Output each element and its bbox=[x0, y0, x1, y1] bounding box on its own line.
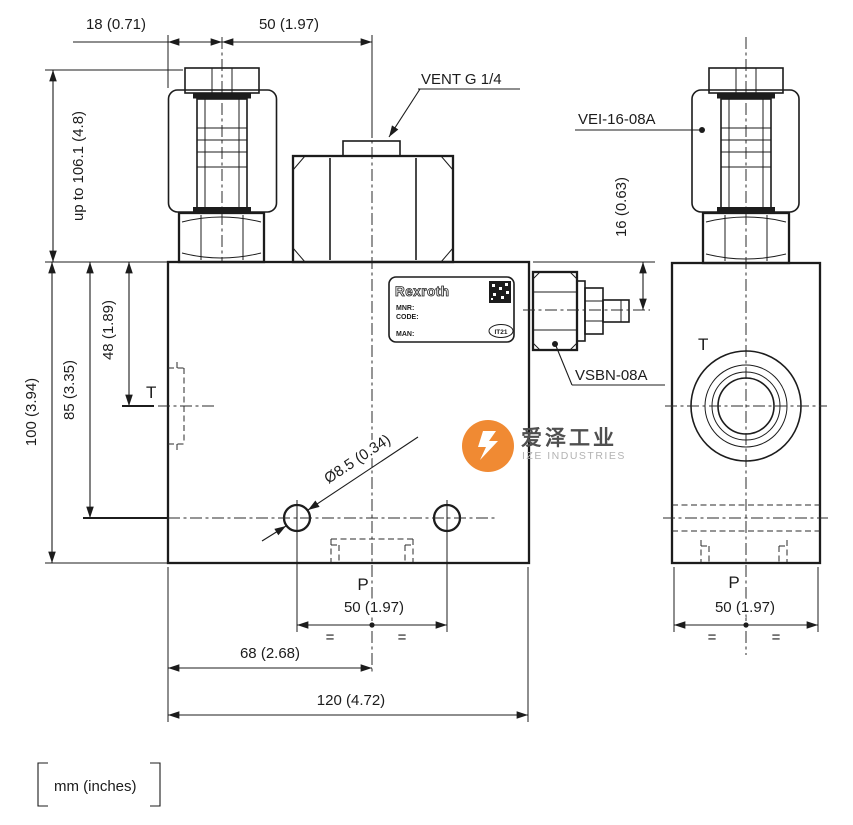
dim-vsbn-drop: 16 (0.63) bbox=[613, 177, 630, 237]
nameplate: Rexroth MNR: CODE: MAN: IT21 bbox=[388, 276, 515, 343]
plug-label: VSBN-08A bbox=[575, 367, 648, 384]
dim-p-spacing-main: 50 (1.97) bbox=[344, 599, 404, 616]
cartridge-callout: VEI-16-08A bbox=[575, 111, 705, 133]
vent-plug bbox=[291, 140, 455, 264]
side-hidden-lines bbox=[663, 504, 828, 562]
left-bracket bbox=[37, 762, 48, 807]
watermark-company-cn: 爱泽工业 bbox=[521, 427, 617, 450]
vent-callout: VENT G 1/4 bbox=[388, 71, 520, 138]
lightning-bolt-icon bbox=[478, 431, 498, 460]
equal-mark: = bbox=[326, 629, 335, 646]
nameplate-mnr: MNR: bbox=[396, 305, 414, 312]
equal-mark: = bbox=[708, 629, 717, 646]
nameplate-code: CODE: bbox=[396, 314, 419, 321]
dim-bolt-offset: 18 (0.71) bbox=[86, 16, 146, 33]
t-port-face bbox=[665, 350, 827, 462]
dim-mount-hole-dia: Ø8.5 (0.34) bbox=[321, 431, 394, 487]
side-view: T bbox=[663, 37, 828, 655]
nameplate-brand: Rexroth bbox=[395, 284, 450, 299]
right-bracket bbox=[150, 762, 161, 807]
cartridge-valve-side bbox=[701, 67, 791, 265]
main-port-p-label: P bbox=[357, 575, 368, 594]
units-note: mm (inches) bbox=[37, 762, 161, 807]
cartridge-label: VEI-16-08A bbox=[578, 111, 656, 128]
units-note-text: mm (inches) bbox=[54, 778, 137, 795]
main-port-t-label: T bbox=[146, 383, 156, 402]
side-port-p-label: P bbox=[728, 573, 739, 592]
dim-block-height: 100 (3.94) bbox=[23, 378, 40, 446]
equal-mark: = bbox=[772, 629, 781, 646]
nameplate-cert-badge: IT21 bbox=[494, 329, 507, 336]
dim-block-width: 120 (4.72) bbox=[317, 692, 385, 709]
dim-stack-height: up to 106.1 (4.8) bbox=[70, 111, 87, 221]
nameplate-man: MAN: bbox=[396, 331, 414, 338]
t-port-cavity-dashed bbox=[158, 362, 215, 450]
mounting-holes bbox=[168, 500, 495, 536]
equal-mark: = bbox=[398, 629, 407, 646]
dim-t-port-height: 48 (1.89) bbox=[100, 300, 117, 360]
vsbn-plug-side bbox=[523, 270, 650, 352]
dim-vent-spacing: 50 (1.97) bbox=[259, 16, 319, 33]
vent-label: VENT G 1/4 bbox=[421, 71, 502, 88]
dim-hole-offset: 68 (2.68) bbox=[240, 645, 300, 662]
plug-callout: VSBN-08A bbox=[552, 341, 665, 386]
dimensions: 18 (0.71) 50 (1.97) up to 106.1 (4.8) 10… bbox=[23, 16, 819, 722]
dim-p-spacing-side: 50 (1.97) bbox=[715, 599, 775, 616]
cartridge-valve-front bbox=[177, 67, 266, 264]
leader-labels: VENT G 1/4 VEI-16-08A VSBN-08A bbox=[388, 71, 705, 386]
p-port-thread-dashed bbox=[330, 538, 414, 562]
side-port-t-label: T bbox=[698, 335, 708, 354]
datamatrix-code bbox=[489, 281, 511, 303]
watermark-company-en: IZE INDUSTRIES bbox=[522, 450, 626, 462]
dim-hole-row-height: 85 (3.35) bbox=[61, 360, 78, 420]
watermark: 爱泽工业 IZE INDUSTRIES bbox=[462, 420, 626, 472]
main-view-front: Rexroth MNR: CODE: MAN: IT21 bbox=[158, 37, 650, 675]
